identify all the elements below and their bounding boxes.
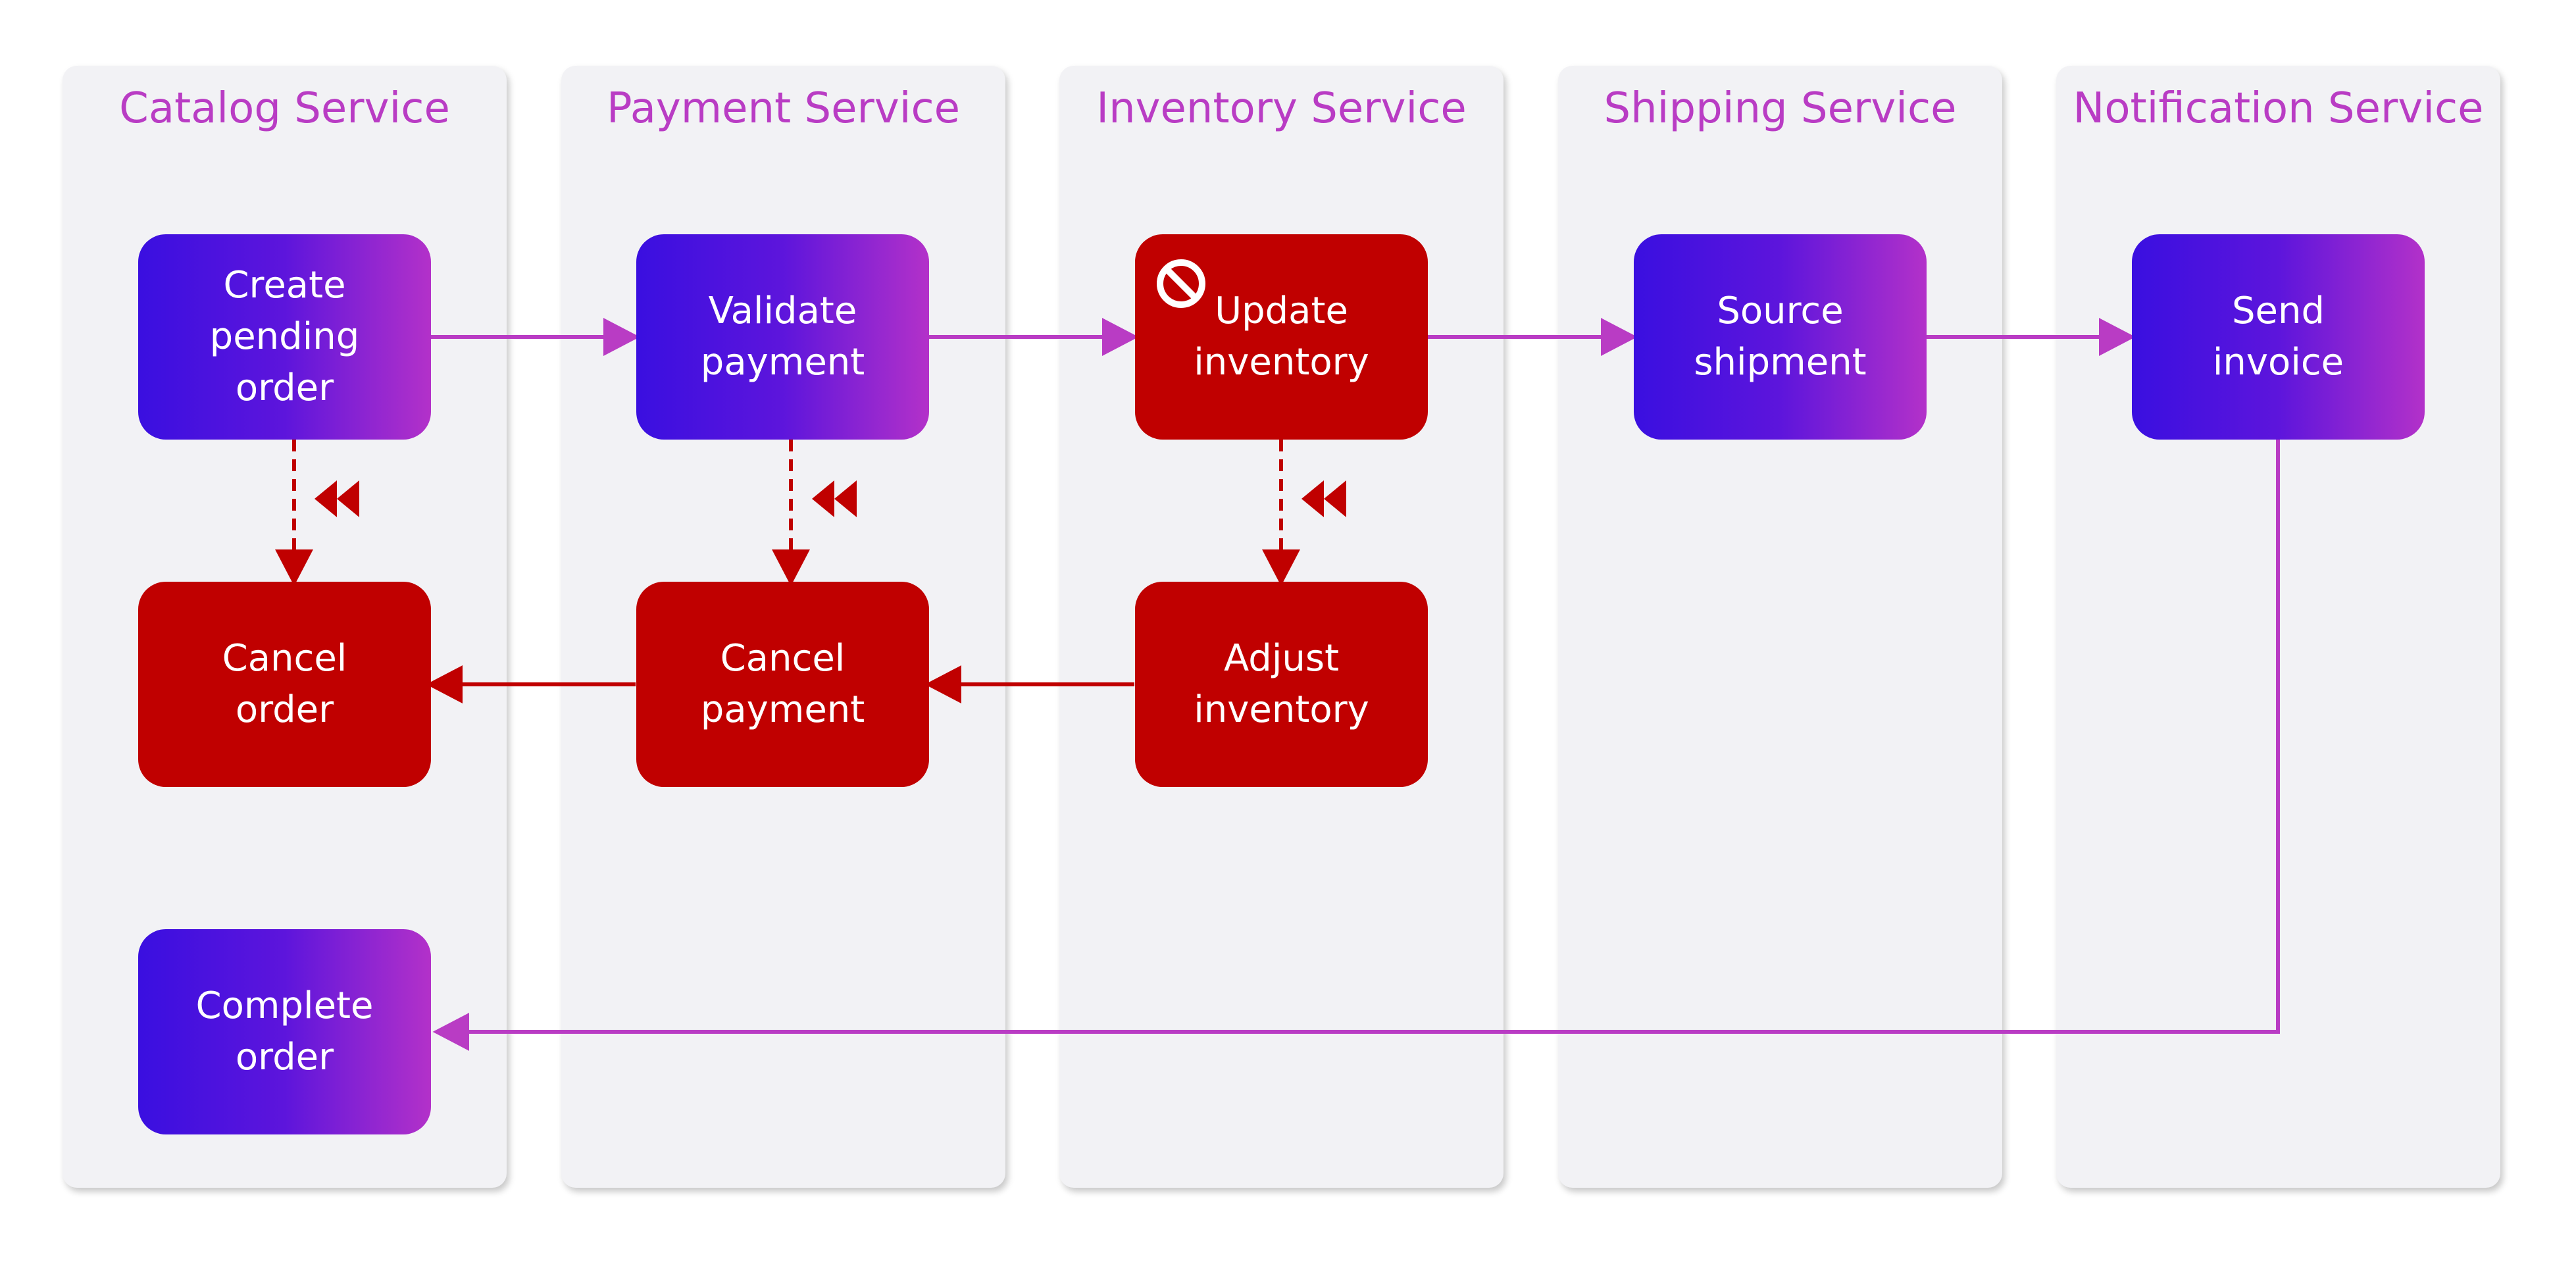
node-label: Adjust inventory bbox=[1194, 637, 1369, 731]
node-label: Update inventory bbox=[1194, 290, 1369, 384]
node-adjust-inventory: Adjust inventory bbox=[1135, 582, 1428, 787]
node-update-inventory: Update inventory bbox=[1135, 234, 1428, 440]
node-label: Complete order bbox=[195, 984, 374, 1079]
node-send-invoice: Send invoice bbox=[2132, 234, 2425, 440]
node-complete-order: Complete order bbox=[138, 929, 431, 1134]
node-source-shipment: Source shipment bbox=[1634, 234, 1927, 440]
node-label: Create pending order bbox=[209, 264, 360, 409]
node-label: Send invoice bbox=[2212, 290, 2344, 384]
node-cancel-order: Cancel order bbox=[138, 582, 431, 787]
prohibited-icon bbox=[1157, 259, 1205, 308]
lane-title-shipping: Shipping Service bbox=[1604, 84, 1957, 133]
lane-title-notification: Notification Service bbox=[2073, 84, 2484, 133]
node-label: Cancel payment bbox=[700, 637, 865, 731]
node-cancel-payment: Cancel payment bbox=[636, 582, 929, 787]
node-label: Cancel order bbox=[222, 637, 347, 731]
node-create-pending-order: Create pending order bbox=[138, 234, 431, 440]
lane-title-catalog: Catalog Service bbox=[119, 84, 450, 133]
node-validate-payment: Validate payment bbox=[636, 234, 929, 440]
lane-title-inventory: Inventory Service bbox=[1096, 84, 1467, 133]
node-label: Source shipment bbox=[1694, 290, 1867, 384]
node-label: Validate payment bbox=[700, 290, 865, 384]
lane-title-payment: Payment Service bbox=[606, 84, 961, 133]
